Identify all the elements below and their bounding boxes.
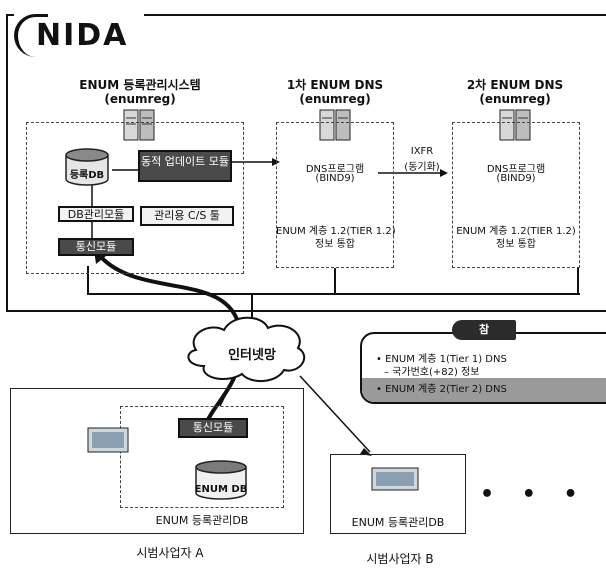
operator-b-pc-icon	[370, 466, 420, 492]
db-management-module-label: DB관리모듈	[68, 208, 125, 221]
secondary-dns-title: 2차 ENUM DNS	[450, 76, 580, 93]
operator-a-db-label: ENUM DB	[192, 484, 250, 495]
secondary-dns-subtitle: (enumreg)	[450, 92, 580, 106]
note-line2: – 국가번호(+82) 정보	[384, 363, 479, 378]
operator-a-pc-icon	[86, 426, 130, 456]
db-management-module: DB관리모듈	[58, 206, 134, 222]
note-tag: 참	[452, 320, 516, 340]
operator-a-comm-module: 통신모듈	[178, 418, 248, 438]
operator-a-caption: ENUM 등록관리DB	[120, 512, 284, 528]
registry-system-title: ENUM 등록관리시스템	[70, 76, 210, 93]
registry-db-label: 등록DB	[62, 166, 112, 181]
ixfr-sync-label: (동기화)	[392, 158, 452, 173]
primary-dns-program-sub: (BIND9)	[276, 173, 394, 184]
internet-label: 인터넷망	[210, 344, 294, 363]
primary-dns-subtitle: (enumreg)	[270, 92, 400, 106]
admin-cs-tool: 관리용 C/S 툴	[140, 206, 234, 226]
secondary-dns-program-sub: (BIND9)	[452, 173, 580, 184]
registry-comm-module-label: 통신모듈	[76, 240, 116, 253]
dynamic-update-module: 동적 업데이트 모듈	[138, 150, 232, 182]
secondary-dns-info-line2: 정보 통합	[452, 235, 580, 250]
nida-logo: NIDA	[36, 18, 128, 53]
note-line3: • ENUM 계층 2(Tier 2) DNS	[376, 380, 507, 395]
operator-a-name: 시범사업자 A	[110, 544, 230, 561]
primary-dns-info-line2: 정보 통합	[276, 235, 394, 250]
operator-b-caption: ENUM 등록관리DB	[330, 514, 466, 530]
registry-system-subtitle: (enumreg)	[70, 92, 210, 106]
ixfr-label: IXFR	[392, 146, 452, 157]
operator-a-comm-module-label: 통신모듈	[193, 421, 233, 434]
admin-cs-tool-label: 관리용 C/S 툴	[154, 209, 220, 222]
primary-dns-title: 1차 ENUM DNS	[270, 76, 400, 93]
operator-b-name: 시범사업자 B	[340, 550, 460, 567]
more-operators-ellipsis: • • •	[480, 482, 588, 507]
registry-comm-module: 통신모듈	[58, 238, 134, 256]
dynamic-update-module-label: 동적 업데이트 모듈	[141, 155, 229, 168]
reference-note-box: • ENUM 계층 1(Tier 1) DNS – 국가번호(+82) 정보 •…	[360, 332, 606, 404]
